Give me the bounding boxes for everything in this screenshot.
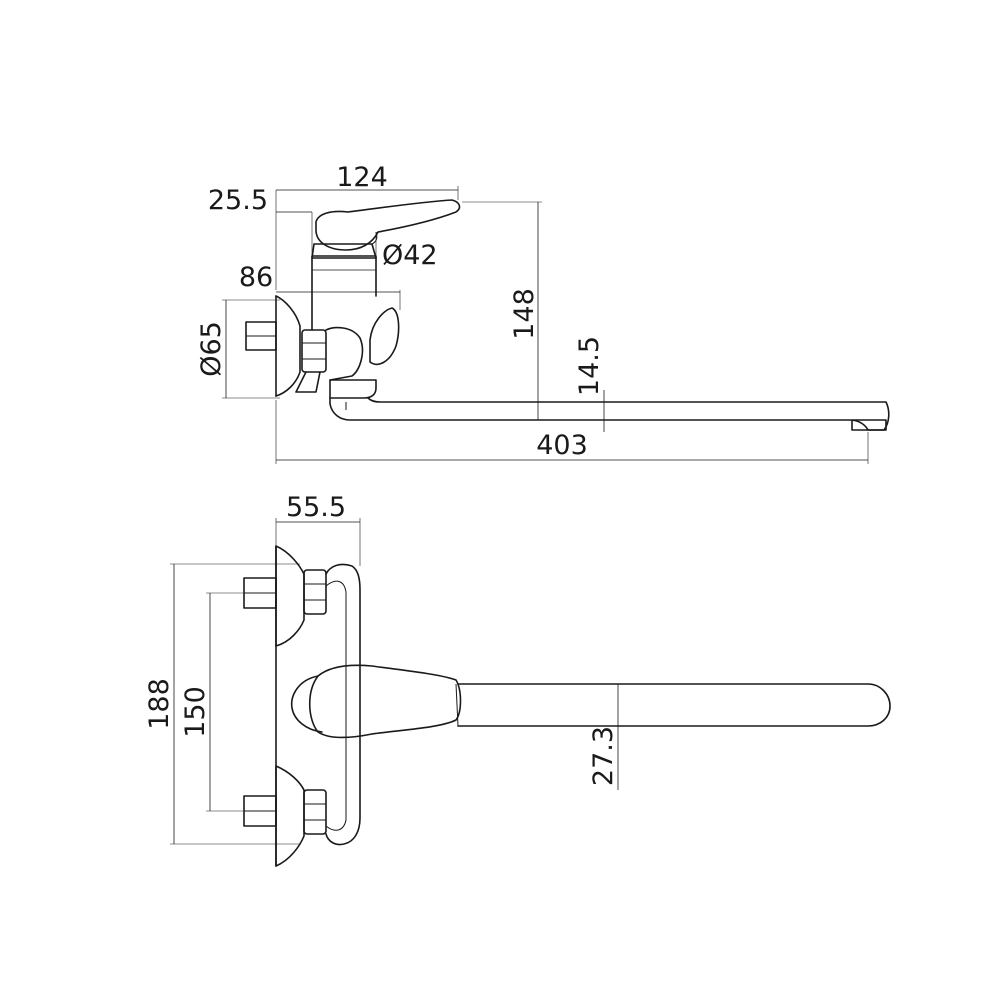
side-handle-lever xyxy=(315,199,461,251)
side-spout-base xyxy=(329,379,377,399)
dim-label-body-width: 124 xyxy=(336,162,388,193)
side-diverter-lever xyxy=(369,307,400,366)
dim-label-total-height: 148 xyxy=(509,288,540,340)
side-eccentric xyxy=(295,371,321,393)
side-spout xyxy=(329,397,890,431)
dim-label-wall-to-body: 86 xyxy=(239,262,273,293)
dim-label-outer-span: 188 xyxy=(144,678,175,730)
side-view: 124 25.5 Ø42 86 Ø65 148 14.5 403 xyxy=(196,162,890,464)
side-wall-flange xyxy=(275,295,301,397)
top-lower-nut xyxy=(303,789,327,835)
dim-label-cartridge-diameter: Ø42 xyxy=(382,240,438,271)
dim-label-flange-diameter: Ø65 xyxy=(196,321,227,377)
top-upper-nut xyxy=(303,569,327,615)
dim-label-total-reach: 403 xyxy=(536,430,588,461)
top-mixer-body xyxy=(325,563,361,846)
dim-label-inlet-centers: 150 xyxy=(180,686,211,738)
top-spout xyxy=(457,683,891,727)
side-hex-nut xyxy=(301,329,327,373)
dim-label-spout-thickness: 14.5 xyxy=(574,336,605,396)
side-mixer-body xyxy=(311,255,377,331)
top-upper-flange xyxy=(275,545,305,647)
dim-label-top-depth: 55.5 xyxy=(286,492,346,523)
dim-label-handle-offset: 25.5 xyxy=(208,185,268,216)
top-handle-base xyxy=(290,675,323,733)
top-lower-flange xyxy=(275,765,305,867)
top-handle-lever xyxy=(308,664,462,739)
top-view: 55.5 188 150 27.3 xyxy=(144,492,891,867)
dim-label-spout-width: 27.3 xyxy=(588,726,619,786)
side-aerator xyxy=(851,419,887,431)
